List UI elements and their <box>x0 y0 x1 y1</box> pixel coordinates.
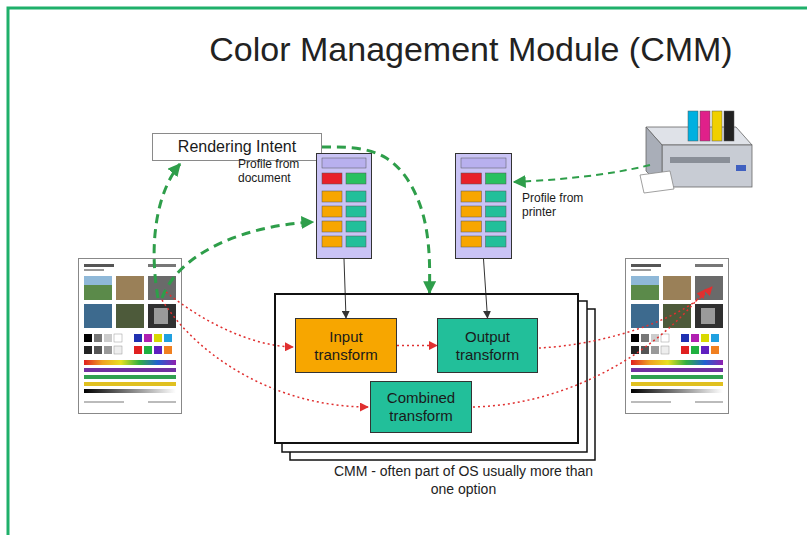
output-to-document-arrow <box>539 287 712 348</box>
profile-table-icon <box>455 153 512 259</box>
transform-box: Combined transform <box>370 381 472 433</box>
icc-profile: Profile from printer <box>455 153 512 259</box>
source-document <box>79 259 182 414</box>
printer-to-profile-arrow <box>514 165 650 182</box>
node-label: Combined transform <box>377 389 465 425</box>
cmm-front-ground <box>274 293 579 444</box>
transform-box: Input transform <box>295 318 397 373</box>
node-label: Output transform <box>444 328 531 364</box>
profile-table-icon <box>316 153 372 259</box>
intent-box: Rendering Intent <box>152 133 322 161</box>
diagram-title: Color Management Module (CMM) <box>171 30 771 69</box>
document-to-profile-arrow <box>162 222 313 298</box>
icc-profile: Profile from document <box>316 153 372 259</box>
document-to-intent-arrow <box>154 164 180 298</box>
printed-document <box>626 259 729 414</box>
connector-arrow <box>397 345 437 347</box>
node-label: Rendering Intent <box>178 138 296 156</box>
connector-arrow <box>344 259 346 318</box>
cmm-module: Input transform Output transformCombined … <box>274 293 579 444</box>
slide-frame <box>8 8 807 535</box>
node-label: Input transform <box>302 328 390 364</box>
profile-label: Profile from document <box>238 157 310 186</box>
profile-label: Profile from printer <box>522 191 594 220</box>
module-caption: CMM - often part of OS usually more than… <box>326 463 601 498</box>
transform-box: Output transform <box>437 318 538 373</box>
connector-arrow <box>484 259 488 318</box>
printer-illustration <box>640 111 752 193</box>
